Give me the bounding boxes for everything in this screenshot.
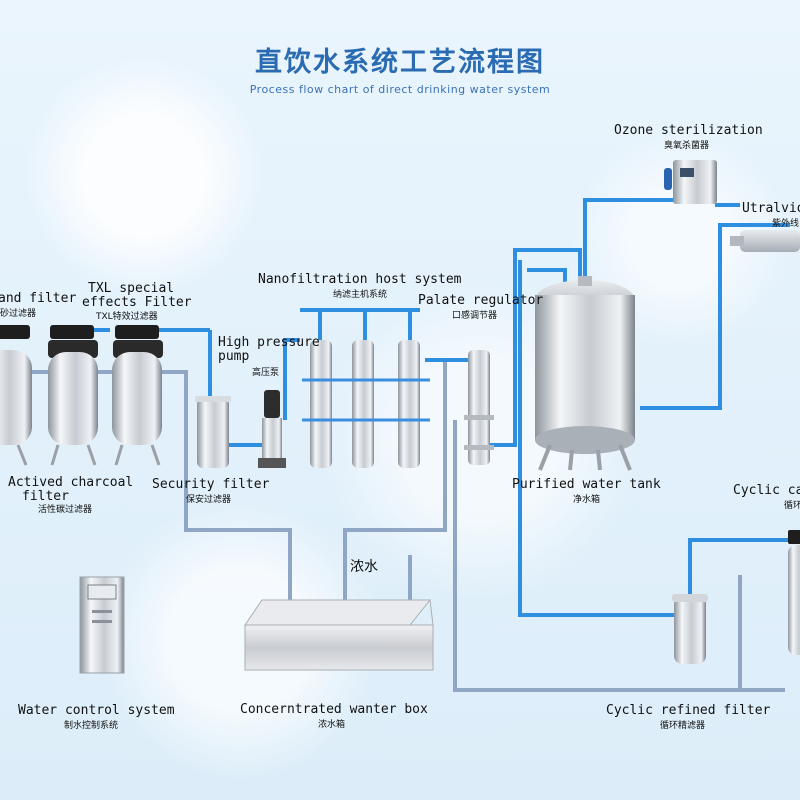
sand-filter-cn: 砂过滤器 (0, 309, 37, 319)
waste-pipe-tank-drain (453, 420, 785, 692)
cyclic-canister-vessel (788, 530, 800, 655)
pipe-tank-loop-2 (527, 268, 567, 285)
uv-sterilizer-unit (730, 230, 800, 252)
cyclic-refined-cn: 循环精滤器 (660, 721, 706, 731)
pipe-tank-to-uv (640, 223, 790, 410)
ozone-label: Ozone sterilization (614, 123, 763, 138)
water-control-cn: 制水控制系统 (64, 721, 119, 731)
palate-regulator-vessel (464, 350, 494, 465)
nanofiltration-membranes (302, 340, 430, 468)
pipe-to-ozone (583, 198, 690, 278)
concentrate-box-label: Concerntrated wanter box (240, 702, 428, 717)
charcoal-filter-cn: 活性碳过滤器 (38, 505, 93, 515)
cyclic-canister-cn: 循环 (784, 501, 800, 511)
txl-filter-label-2: effects Filter (82, 295, 192, 310)
concentrate-box (244, 599, 434, 671)
pump-label-1: High pressure (218, 335, 320, 350)
txl-filter-cn: TXL特效过滤器 (96, 312, 158, 322)
cyclic-refined-vessel (672, 594, 708, 664)
uv-cn: 紫外线 (772, 219, 800, 229)
concentrate-flow-label: 浓水 (350, 559, 378, 575)
txl-filter-vessel (112, 325, 163, 466)
uv-label: Utralviolet (742, 201, 800, 216)
ozone-cn: 臭氧杀菌器 (664, 141, 710, 151)
diagram-subtitle: Process flow chart of direct drinking wa… (249, 83, 551, 96)
security-filter-cn: 保安过滤器 (186, 495, 232, 505)
cyclic-refined-label: Cyclic refined filter (606, 703, 771, 718)
pump-unit (258, 390, 286, 468)
txl-filter-label-1: TXL special (88, 281, 175, 296)
pipe-tank-loop-1 (518, 260, 680, 617)
pipe-pump-to-nano (283, 338, 300, 420)
water-control-label: Water control system (18, 703, 175, 718)
palate-regulator-label: Palate regulator (418, 293, 544, 308)
diagram-title: 直饮水系统工艺流程图 (255, 47, 545, 78)
security-filter-label: Security filter (152, 477, 270, 492)
sand-filter-vessel (0, 325, 32, 466)
pump-label-2: pump (218, 349, 250, 364)
nanofiltration-cn: 纳滤主机系统 (333, 290, 388, 300)
palate-regulator-cn: 口感调节器 (452, 311, 498, 321)
pipe-cyclic-loop (688, 538, 790, 595)
waste-pipe-nanofiltration (343, 360, 447, 600)
charcoal-filter-label-1: Actived charcoal (8, 475, 134, 490)
sand-filter-label: and filter (0, 291, 77, 306)
cyclic-canister-label: Cyclic ca (733, 483, 800, 498)
pump-cn: 高压泵 (252, 368, 280, 378)
clean-pipes (0, 198, 790, 617)
charcoal-filter-vessel (48, 325, 98, 466)
concentrate-box-cn: 浓水箱 (318, 720, 346, 730)
control-cabinet (79, 576, 125, 674)
purified-tank-cn: 净水箱 (573, 495, 601, 505)
purified-tank-vessel (535, 276, 635, 471)
ozone-sterilizer-unit (664, 160, 717, 204)
pipe-regulator-to-tank (490, 248, 582, 447)
waste-pipes (30, 360, 785, 692)
charcoal-filter-label-2: filter (22, 489, 69, 504)
pipe-nano-top (300, 308, 420, 340)
nanofiltration-label: Nanofiltration host system (258, 272, 462, 287)
purified-tank-label: Purified water tank (512, 477, 661, 492)
security-filter-vessel (195, 396, 231, 468)
